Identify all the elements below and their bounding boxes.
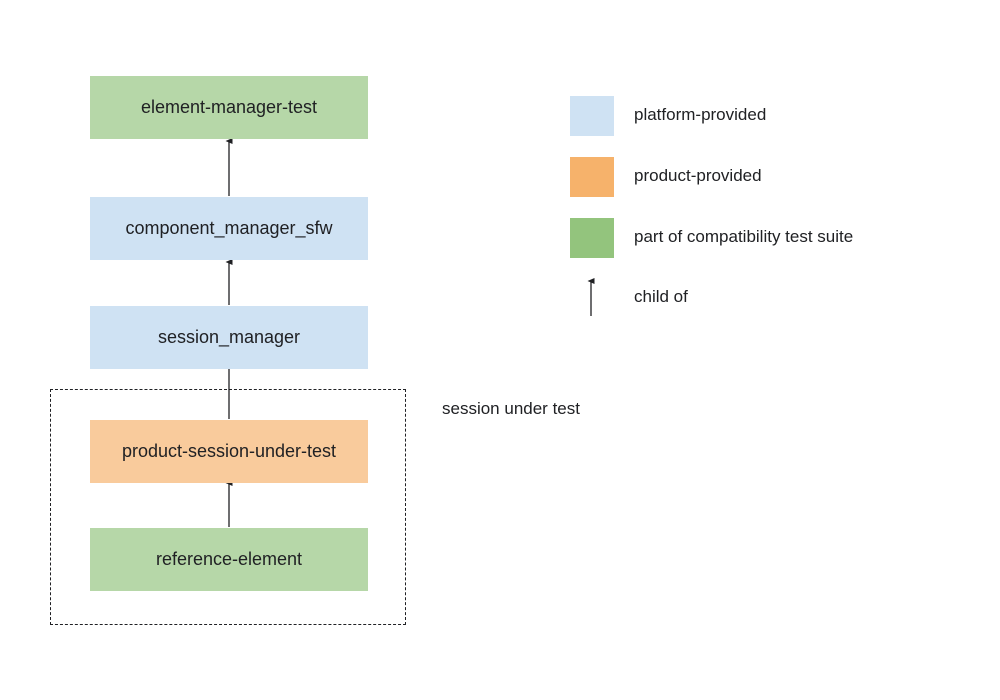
node-label: element-manager-test: [140, 97, 318, 117]
legend-label-compat: part of compatibility test suite: [634, 227, 854, 246]
node-label: component_manager_sfw: [125, 218, 333, 238]
legend-label-product: product-provided: [634, 166, 762, 185]
node-session-manager: session_manager: [90, 306, 368, 369]
legend-swatch-product: [570, 157, 614, 197]
session-under-test-label: session under test: [442, 399, 580, 418]
node-label: reference-element: [155, 549, 303, 569]
legend-swatch-compat: [570, 218, 614, 258]
legend-label-child-of: child of: [634, 287, 688, 306]
session-under-test-group: [50, 389, 406, 625]
node-label: session_manager: [157, 327, 301, 347]
node-product-session-under-test: product-session-under-test: [90, 420, 368, 483]
node-reference-element: reference-element: [90, 528, 368, 591]
node-component-manager-sfw: component_manager_sfw: [90, 197, 368, 260]
legend-label-platform: platform-provided: [634, 105, 767, 124]
node-label: product-session-under-test: [121, 441, 337, 461]
node-element-manager-test: element-manager-test: [90, 76, 368, 139]
legend-swatch-platform: [570, 96, 614, 136]
